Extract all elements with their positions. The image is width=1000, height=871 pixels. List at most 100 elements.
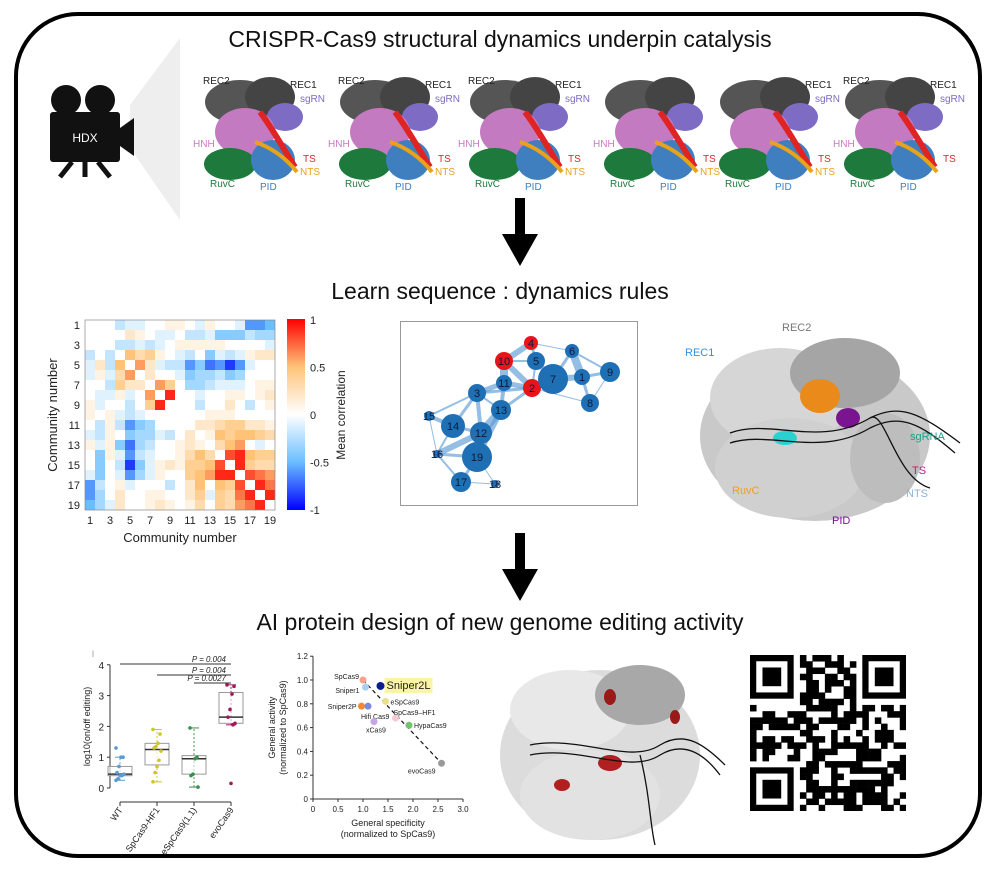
y-tick-label: 1.2 [297, 652, 309, 661]
qr-module [843, 717, 851, 724]
qr-module [806, 736, 813, 743]
heatmap-cell [225, 490, 235, 500]
qr-module [862, 798, 869, 806]
network-node-label: 12 [475, 428, 487, 440]
structure-label: REC2 [338, 76, 365, 87]
qr-module [893, 711, 901, 718]
heatmap-cell [245, 330, 255, 340]
qr-module [831, 661, 838, 668]
qr-module [837, 679, 844, 687]
structure-label: REC1 [425, 80, 452, 91]
heatmap-cell [245, 440, 255, 450]
heatmap-cell [255, 500, 265, 510]
heatmap-cell [105, 480, 115, 490]
heatmap-cell [235, 350, 245, 360]
heatmap-cell [135, 400, 145, 410]
heatmap-cell [245, 320, 255, 330]
heatmap-cell [145, 370, 155, 380]
heatmap-cell [165, 340, 175, 350]
heatmap-cell [165, 500, 175, 510]
network-node [451, 472, 471, 492]
qr-module [750, 742, 757, 749]
heatmap-cell [165, 440, 175, 450]
qr-module [818, 717, 826, 724]
qr-module [831, 767, 838, 774]
qr-module [843, 792, 851, 799]
qr-module [862, 767, 869, 774]
heatmap-cell [225, 330, 235, 340]
network-node [433, 450, 441, 458]
x-tick-label: 0 [311, 805, 316, 814]
heatmap-cell [175, 470, 185, 480]
point-label: eSpCas9 [391, 699, 420, 706]
heatmap-cell [255, 320, 265, 330]
heatmap-cell [115, 350, 125, 360]
qr-module [856, 748, 863, 756]
heatmap-cell [165, 460, 175, 470]
y-tick-label: 15 [68, 460, 80, 472]
heatmap-cell [225, 320, 235, 330]
heatmap-cell [155, 480, 165, 490]
heatmap-cell [115, 390, 125, 400]
qr-module [806, 798, 813, 806]
qr-module [831, 698, 838, 706]
heatmap-cell [185, 480, 195, 490]
qr-module [812, 742, 819, 749]
heatmap-cell [85, 320, 95, 330]
qr-module [787, 723, 794, 731]
heatmap-cell [255, 430, 265, 440]
qr-module [843, 692, 851, 699]
heatmap-cell [215, 460, 225, 470]
heatmap-cell [215, 410, 225, 420]
qr-module [887, 729, 894, 737]
heatmap-border [84, 319, 276, 511]
heatmap-cell [115, 320, 125, 330]
heatmap-cell [125, 460, 135, 470]
colorbar-tick-label: -0.5 [310, 458, 329, 470]
qr-module [831, 729, 838, 737]
data-point [231, 723, 235, 727]
heatmap-cell [185, 470, 195, 480]
qr-module [824, 686, 832, 693]
heatmap-cell [95, 480, 105, 490]
structure-snapshots: REC2REC1sgRNAHNHTSNTSRuvCPIDREC2HNHREC1s… [175, 72, 975, 197]
network-edge [531, 387, 591, 404]
target-strand [257, 110, 298, 169]
heatmap-cell [155, 500, 165, 510]
qr-module [781, 736, 788, 743]
heatmap-cell [105, 400, 115, 410]
heatmap-cell [185, 390, 195, 400]
sgrna [402, 103, 438, 131]
qr-code[interactable] [750, 655, 906, 811]
qr-module [799, 661, 807, 668]
qr-module [799, 773, 807, 781]
qr-module [837, 798, 844, 806]
heatmap-cell [155, 340, 165, 350]
qr-module [856, 742, 863, 749]
structure-label: PID [395, 182, 412, 193]
y-tick-label: 0.2 [297, 771, 309, 780]
qr-module [806, 767, 813, 774]
qr-module [849, 742, 857, 749]
qr-module [806, 723, 813, 731]
heatmap-cell [175, 430, 185, 440]
heatmap-cell [195, 360, 205, 370]
label-ruvc: RuvC [732, 485, 760, 497]
ruvc-domain [844, 148, 896, 180]
projection-beam [130, 38, 180, 220]
qr-module [862, 786, 869, 793]
qr-module [812, 786, 819, 793]
heatmap-cell [225, 350, 235, 360]
qr-module [812, 692, 819, 699]
non-target-strand [254, 140, 299, 174]
qr-module [762, 754, 770, 762]
heatmap-cell [205, 430, 215, 440]
qr-module [831, 748, 838, 756]
qr-module [887, 704, 894, 712]
heatmap-cell [225, 460, 235, 470]
qr-module [793, 748, 801, 756]
qr-module [824, 786, 832, 793]
qr-module [768, 742, 776, 749]
heatmap-cell [145, 440, 155, 450]
heatmap-cell [95, 320, 105, 330]
